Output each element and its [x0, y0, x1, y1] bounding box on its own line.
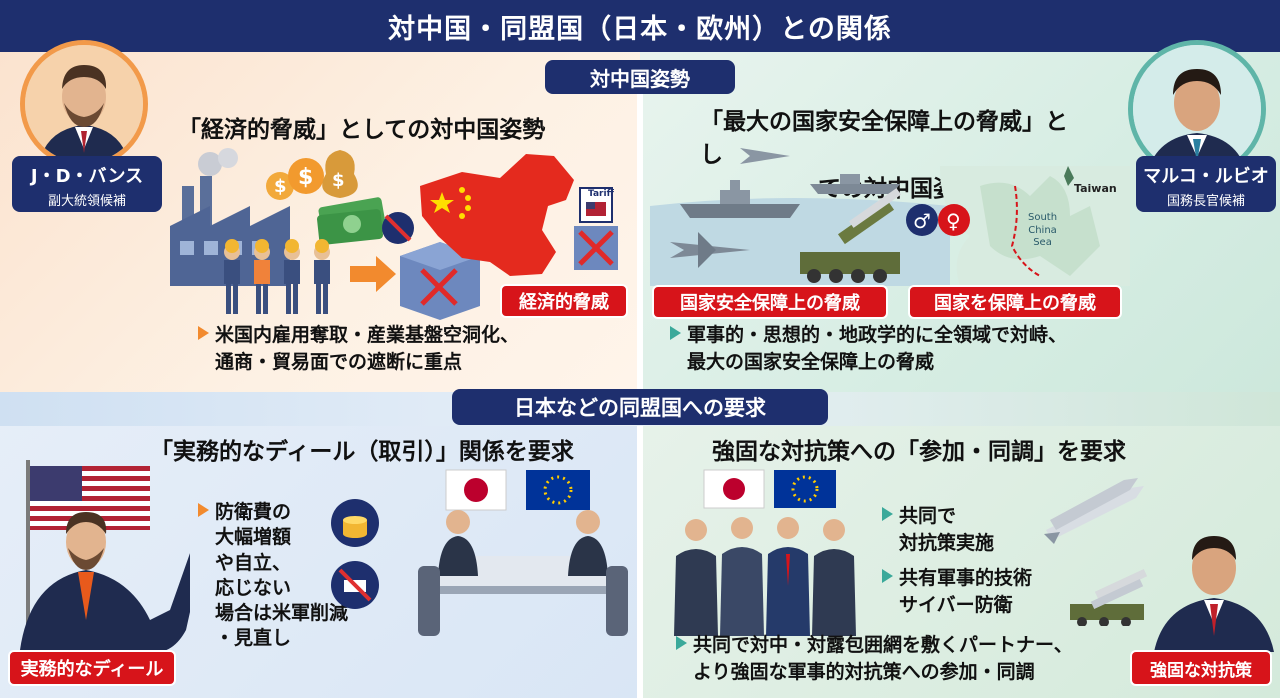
economic-threat-tag: 経済的脅威 [500, 284, 628, 318]
section-allies-label: 日本などの同盟国への要求 [452, 389, 828, 425]
rubio-figure [1150, 512, 1280, 652]
japan-flag-icon [464, 478, 488, 502]
strong-countermeasure-tag: 強固な対抗策 [1130, 650, 1272, 686]
china-rubio-bullet-line1: 軍事的・思想的・地政学的に全領域で対峙、 [687, 324, 1068, 346]
japan-flag-icon [723, 478, 745, 500]
military-threat-illustration: ♂ ♀ [650, 146, 1130, 286]
coins-badge-icon [330, 498, 380, 548]
allies-rubio-bullet-3b: より強固な軍事的対抗策への参加・同調 [693, 660, 1035, 683]
vance-name: J・D・バンス [30, 166, 144, 187]
vance-portrait [20, 40, 148, 168]
warship-icon [680, 204, 800, 218]
rubio-role: 国務長官候補 [1166, 194, 1245, 209]
allies-rubio-bullet-2b: サイバー防衛 [899, 593, 1013, 616]
map-label-taiwan: Taiwan [1074, 182, 1117, 195]
section-china-label: 対中国姿勢 [545, 60, 735, 94]
panel-divider [637, 94, 643, 390]
allied-leaders-illustration [664, 466, 874, 636]
us-flag-icon [30, 466, 82, 501]
map-label-south-china-sea: South China Sea [1028, 212, 1057, 250]
rubio-name: マルコ・ルビオ [1143, 166, 1269, 187]
bullet-triangle-icon [882, 569, 893, 583]
allies-rubio-heading: 強固な対抗策への「参加・同調」を要求 [712, 439, 1126, 465]
allies-rubio-bullet-partner: 共同で対中・対露包囲網を敷くパートナー、 より強固な軍事的対抗策への参加・同調 [676, 632, 1136, 685]
bullet-triangle-icon [882, 507, 893, 521]
allies-vance-bullet-line2: 大幅増額 [215, 526, 292, 549]
map-label-sea-2: China [1028, 224, 1057, 236]
allies-vance-bullet-line5: 場合は米軍削減 [215, 602, 349, 625]
china-vance-bullet-line2: 通商・貿易面での遮断に重点 [215, 350, 463, 373]
vance-name-card: J・D・バンス 副大統領候補 [12, 156, 162, 212]
china-vance-bullet-line1: 米国内雇用奪取・産業基盤空洞化、 [215, 324, 520, 346]
china-rubio-bullet: 軍事的・思想的・地政学的に全領域で対峙、 最大の国家安全保障上の脅威 [670, 322, 1140, 375]
allies-rubio-bullet-1b: 対抗策実施 [899, 531, 995, 554]
bullet-triangle-icon [676, 636, 687, 650]
national-security-threat-tag: 国家安全保障上の脅威 [652, 285, 888, 319]
tariff-label: Tariff [588, 189, 614, 199]
china-map-icon [420, 154, 574, 276]
allies-vance-heading: 「実務的なディール（取引）」関係を要求 [150, 439, 574, 465]
china-vance-heading: 「経済的脅威」としての対中国姿勢 [178, 117, 546, 143]
vance-role: 副大統領候補 [47, 194, 126, 209]
svg-text:♀: ♀ [946, 209, 961, 233]
allies-vance-bullet-line1: 防衛費の [215, 501, 292, 523]
allies-vance-bullet-line6: ・見直し [215, 627, 292, 650]
allies-rubio-bullet-joint: 共同で 対抗策実施 [882, 503, 1072, 556]
missile-icon [1040, 474, 1150, 544]
fighter-jet-icon [740, 148, 790, 164]
missile-launcher-icon [800, 252, 900, 274]
rubio-name-card: マルコ・ルビオ 国務長官候補 [1136, 156, 1276, 212]
svg-text:♂: ♂ [913, 209, 931, 233]
missile-launcher-icon [1064, 566, 1154, 626]
allies-rubio-bullet-3a: 共同で対中・対露包囲網を敷くパートナー、 [693, 634, 1073, 656]
svg-text:$: $ [298, 165, 313, 190]
allies-vance-bullet-line4: 応じない [215, 576, 292, 599]
allies-rubio-bullet-1a: 共同で [899, 505, 957, 527]
map-label-sea-1: South [1028, 212, 1058, 223]
china-rubio-heading-line1: 「最大の国家安全保障上の脅威」とし [700, 109, 1068, 169]
china-rubio-bullet-line2: 最大の国家安全保障上の脅威 [687, 350, 935, 373]
page-title: 対中国・同盟国（日本・欧州）との関係 [0, 0, 1280, 52]
arrow-right-icon [350, 256, 396, 292]
bullet-triangle-icon [198, 503, 209, 517]
svg-text:$: $ [332, 170, 345, 191]
map-label-sea-3: Sea [1033, 237, 1052, 248]
bullet-triangle-icon [670, 326, 681, 340]
svg-text:$: $ [274, 176, 287, 197]
rubio-portrait [1128, 40, 1266, 178]
us-flag-illustration [20, 460, 190, 650]
allies-vance-bullet-line3: や自立、 [215, 551, 292, 574]
negotiation-table-illustration [418, 466, 628, 646]
practical-deal-tag: 実務的なディール [8, 650, 176, 686]
allies-rubio-bullet-tech: 共有軍事的技術 サイバー防衛 [882, 565, 1072, 618]
bullet-triangle-icon [198, 326, 209, 340]
no-military-badge-icon [330, 560, 380, 610]
china-vance-bullet: 米国内雇用奪取・産業基盤空洞化、 通商・貿易面での遮断に重点 [198, 322, 628, 375]
allies-rubio-bullet-2a: 共有軍事的技術 [899, 567, 1033, 589]
economic-threat-illustration: $ $ $ [170, 146, 630, 322]
allies-vance-bullet: 防衛費の 大幅増額 や自立、 応じない 場合は米軍削減 ・見直し [198, 500, 418, 652]
national-guarantee-threat-tag: 国家を保障上の脅威 [908, 285, 1122, 319]
panel-divider [637, 426, 643, 698]
